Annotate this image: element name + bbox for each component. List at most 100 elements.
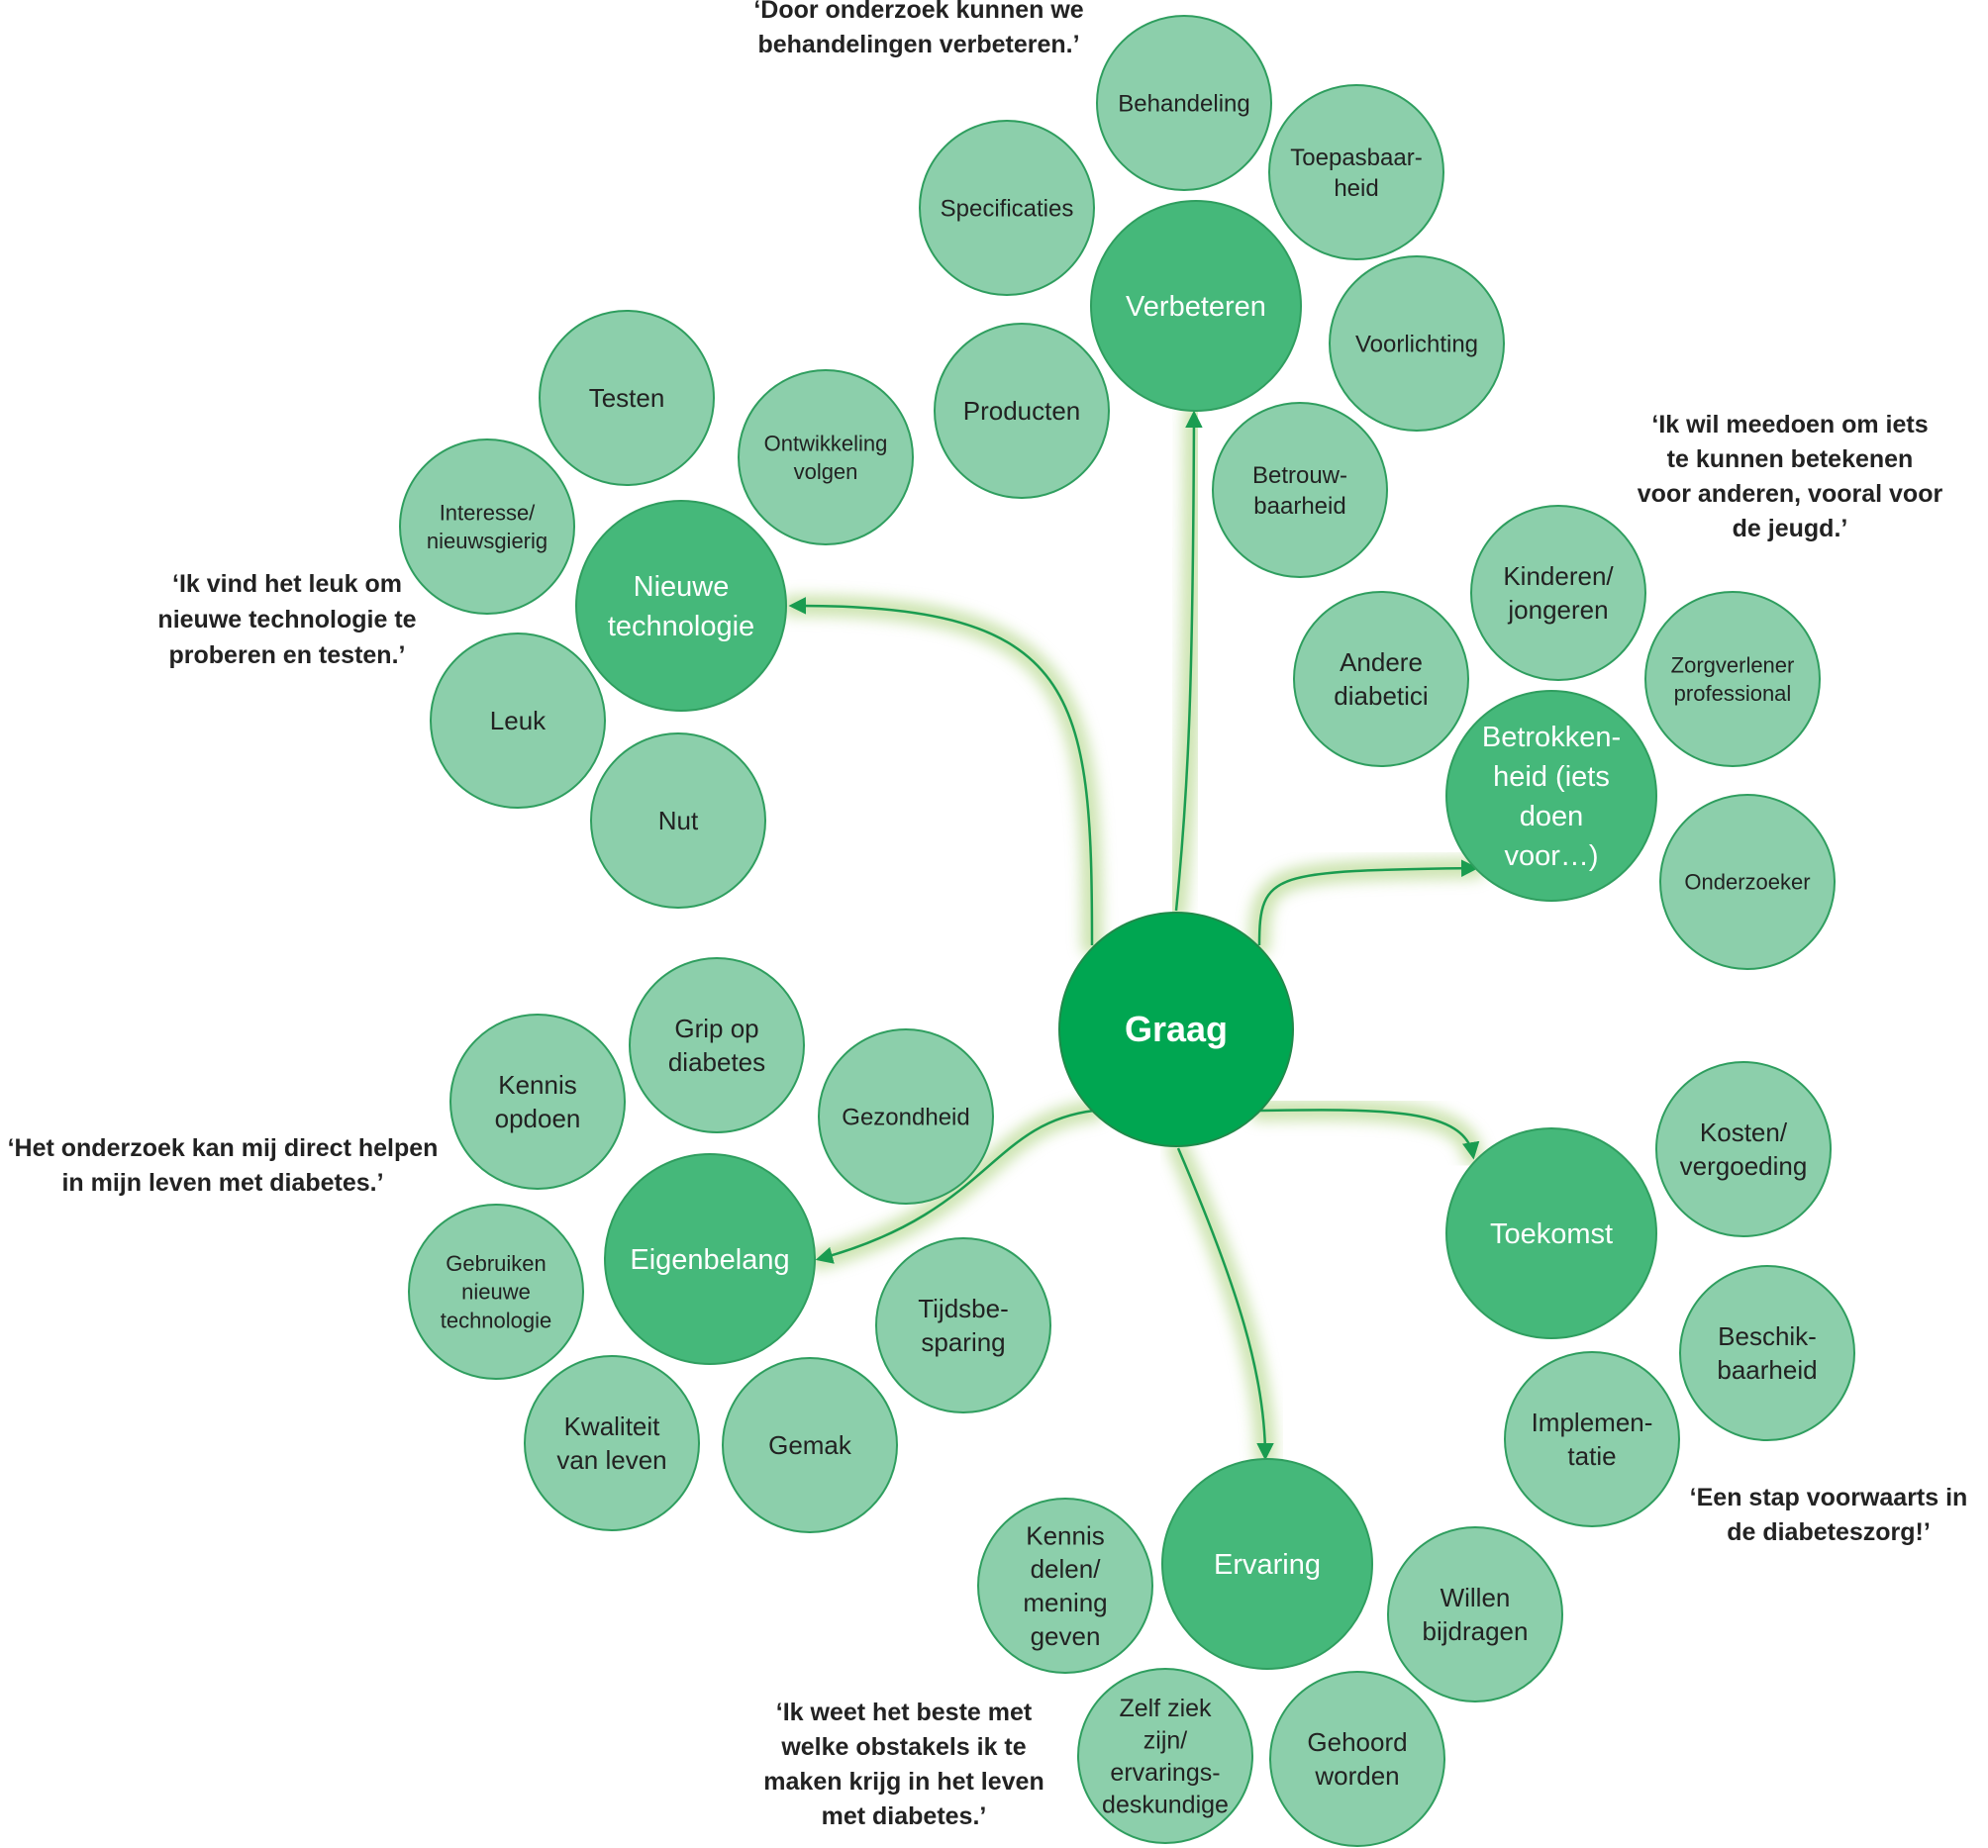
sub-node-label-nieuwe-technologie-3-line: Leuk bbox=[490, 706, 547, 735]
category-node-verbeteren bbox=[1090, 200, 1302, 412]
sub-node-label-eigenbelang-3-line: Gebruiken bbox=[446, 1251, 547, 1276]
sub-node-label-verbeteren-1-line: heid bbox=[1334, 175, 1378, 202]
sub-node-label-verbeteren-2: Specificaties bbox=[941, 195, 1074, 222]
quote-line: de jeugd.’ bbox=[1733, 515, 1848, 542]
sub-node-label-betrokkenheid-0: Kinderen/jongeren bbox=[1503, 561, 1614, 625]
sub-node-label-toekomst-0: Kosten/vergoeding bbox=[1680, 1118, 1808, 1181]
sub-node-toekomst-0 bbox=[1655, 1061, 1832, 1237]
category-label-nieuwe-technologie: Nieuwe technologie bbox=[608, 571, 754, 642]
center-node bbox=[1058, 912, 1294, 1147]
quote-line: behandelingen verbeteren.’ bbox=[757, 31, 1079, 58]
category-label-eigenbelang-line: Eigenbelang bbox=[630, 1244, 789, 1276]
sub-node-label-betrokkenheid-2: Zorgverlener professional bbox=[1671, 652, 1795, 706]
sub-node-label-ervaring-0-line: mening bbox=[1023, 1588, 1107, 1617]
sub-node-label-nieuwe-technologie-2-line: nieuwsgierig bbox=[427, 529, 547, 553]
sub-node-label-toekomst-0-line: Kosten/ bbox=[1700, 1118, 1788, 1147]
sub-node-label-betrokkenheid-2-line: professional bbox=[1674, 681, 1792, 706]
quote-line: proberen en testen.’ bbox=[169, 641, 406, 669]
sub-node-label-eigenbelang-1-line: opdoen bbox=[495, 1104, 581, 1133]
sub-node-label-nieuwe-technologie-4: Nut bbox=[658, 806, 699, 835]
sub-node-nieuwe-technologie-3 bbox=[430, 632, 606, 809]
sub-node-label-verbeteren-4: Producten bbox=[963, 396, 1081, 426]
quote-line: welke obstakels ik te bbox=[780, 1733, 1026, 1761]
sub-node-label-betrokkenheid-2-line: Zorgverlener bbox=[1671, 652, 1795, 677]
sub-node-label-eigenbelang-5-line: Kwaliteit bbox=[564, 1411, 661, 1441]
sub-node-ervaring-3 bbox=[1269, 1671, 1445, 1847]
category-node-toekomst bbox=[1445, 1127, 1657, 1339]
sub-node-label-ervaring-3-line: Gehoord bbox=[1307, 1727, 1407, 1757]
sub-node-label-toekomst-0-line: vergoeding bbox=[1680, 1151, 1808, 1181]
sub-node-label-ervaring-2-line: deskundige bbox=[1102, 1792, 1229, 1819]
sub-node-ervaring-0 bbox=[977, 1498, 1153, 1674]
sub-node-eigenbelang-2 bbox=[818, 1028, 994, 1205]
sub-node-label-betrokkenheid-0-line: Kinderen/ bbox=[1503, 561, 1614, 591]
sub-node-label-verbeteren-5-line: baarheid bbox=[1253, 493, 1345, 520]
node-layer: BehandelingToepasbaar-heidSpecificatiesV… bbox=[399, 15, 1855, 1847]
connector-glow-nieuwe-technologie bbox=[781, 594, 1103, 956]
sub-node-label-ervaring-0-line: delen/ bbox=[1031, 1554, 1102, 1584]
quote-line: ‘Ik weet het beste met bbox=[776, 1699, 1033, 1726]
sub-node-label-verbeteren-2-line: Specificaties bbox=[941, 195, 1074, 222]
sub-node-label-eigenbelang-3-line: technologie bbox=[441, 1308, 552, 1332]
category-label-nieuwe-technologie-line: technologie bbox=[608, 611, 754, 642]
quote-line: ‘Ik wil meedoen om iets bbox=[1651, 411, 1928, 438]
sub-node-eigenbelang-3 bbox=[408, 1204, 584, 1380]
category-label-ervaring: Ervaring bbox=[1214, 1549, 1321, 1581]
quote-line: voor anderen, vooral voor bbox=[1638, 480, 1943, 508]
connector-glow-toekomst bbox=[1248, 1099, 1484, 1167]
sub-node-label-betrokkenheid-1-line: Andere bbox=[1340, 647, 1423, 677]
sub-node-label-betrokkenheid-1-line: diabetici bbox=[1334, 681, 1428, 711]
category-label-betrokkenheid-line: voor…) bbox=[1504, 840, 1598, 872]
sub-node-label-eigenbelang-4: Tijdsbe-sparing bbox=[918, 1294, 1009, 1357]
sub-node-label-eigenbelang-5-line: van leven bbox=[556, 1445, 666, 1475]
sub-node-eigenbelang-1 bbox=[449, 1014, 626, 1190]
sub-node-verbeteren-0 bbox=[1096, 15, 1272, 191]
sub-node-label-eigenbelang-5: Kwaliteit van leven bbox=[556, 1411, 666, 1475]
sub-node-eigenbelang-0 bbox=[629, 957, 805, 1133]
category-label-betrokkenheid-line: Betrokken- bbox=[1482, 722, 1621, 753]
sub-node-label-nieuwe-technologie-0-line: Testen bbox=[589, 383, 665, 413]
sub-node-label-nieuwe-technologie-4-line: Nut bbox=[658, 806, 699, 835]
sub-node-label-toekomst-1: Beschik-baarheid bbox=[1717, 1321, 1817, 1385]
quote-line: nieuwe technologie te bbox=[157, 606, 416, 633]
sub-node-label-eigenbelang-2: Gezondheid bbox=[842, 1104, 969, 1130]
connector-arrow-ervaring bbox=[1176, 1147, 1274, 1461]
sub-node-label-nieuwe-technologie-0: Testen bbox=[589, 383, 665, 413]
sub-node-label-eigenbelang-4-line: sparing bbox=[921, 1327, 1005, 1357]
sub-node-label-verbeteren-5-line: Betrouw- bbox=[1252, 462, 1347, 489]
category-node-eigenbelang bbox=[604, 1153, 816, 1365]
connector-arrow-eigenbelang bbox=[815, 1109, 1095, 1264]
sub-node-label-betrokkenheid-1: Andere diabetici bbox=[1334, 647, 1428, 711]
sub-node-label-betrokkenheid-3-line: Onderzoeker bbox=[1684, 870, 1810, 895]
quote-line: ‘Een stap voorwaarts in bbox=[1690, 1484, 1968, 1511]
sub-node-label-eigenbelang-6-line: Gemak bbox=[768, 1430, 852, 1460]
category-label-nieuwe-technologie-line: Nieuwe bbox=[634, 571, 730, 603]
center-label: Graag bbox=[1125, 1009, 1228, 1049]
sub-node-label-verbeteren-3: Voorlichting bbox=[1355, 331, 1478, 357]
sub-node-label-nieuwe-technologie-2-line: Interesse/ bbox=[440, 500, 536, 525]
sub-node-label-verbeteren-4-line: Producten bbox=[963, 396, 1081, 426]
category-label-verbeteren-line: Verbeteren bbox=[1126, 291, 1266, 323]
sub-node-nieuwe-technologie-4 bbox=[590, 732, 766, 909]
category-node-ervaring bbox=[1161, 1458, 1373, 1670]
sub-node-label-verbeteren-5: Betrouw-baarheid bbox=[1252, 462, 1347, 520]
connector-glow-ervaring bbox=[1167, 1137, 1276, 1468]
category-label-betrokkenheid-line: doen bbox=[1520, 801, 1584, 832]
sub-node-label-ervaring-2-line: zijn/ bbox=[1143, 1727, 1188, 1755]
category-label-toekomst: Toekomst bbox=[1490, 1218, 1613, 1250]
sub-node-label-eigenbelang-0-line: Grip op bbox=[674, 1014, 758, 1043]
sub-node-eigenbelang-5 bbox=[524, 1355, 700, 1531]
sub-node-label-ervaring-1-line: Willen bbox=[1441, 1583, 1511, 1612]
sub-node-verbeteren-5 bbox=[1212, 402, 1388, 578]
category-node-betrokkenheid bbox=[1445, 690, 1657, 902]
quote-line: maken krijg in het leven bbox=[763, 1768, 1044, 1796]
